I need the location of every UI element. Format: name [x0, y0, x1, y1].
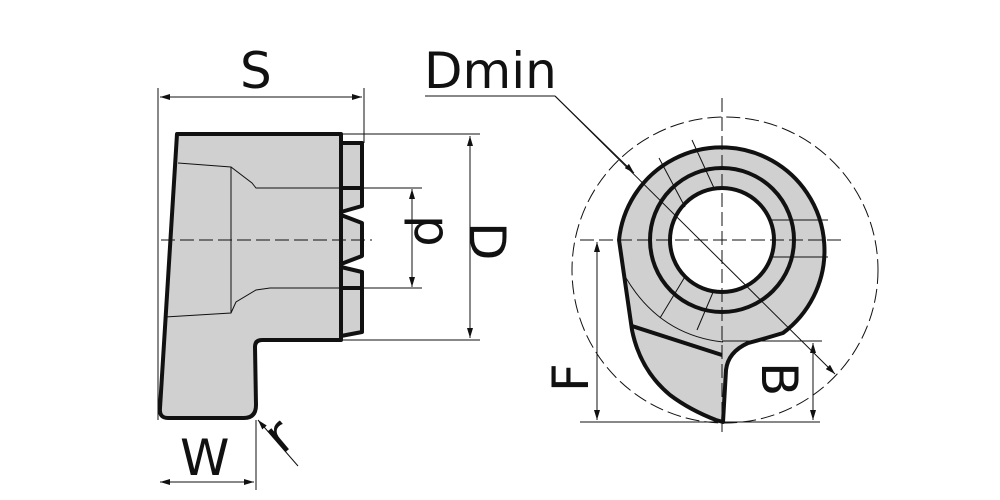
tooth-upper	[339, 141, 364, 214]
radial-line	[696, 289, 715, 331]
label-D: D	[458, 222, 516, 261]
cutting-edge	[631, 324, 723, 357]
label-B: B	[750, 362, 808, 396]
label-F: F	[542, 363, 600, 392]
radial-line	[659, 274, 687, 319]
inner-arc	[625, 277, 724, 343]
insert-body-side	[157, 132, 343, 420]
label-r: r	[252, 406, 305, 464]
radial-line	[691, 139, 715, 189]
front-view: Dmin F B	[424, 42, 879, 432]
tooth-lower	[339, 265, 364, 338]
label-S: S	[240, 42, 272, 100]
radial-line	[658, 157, 686, 208]
label-W: W	[180, 429, 229, 487]
inner-contour-bottom	[164, 287, 362, 318]
side-view: S p D W r	[157, 42, 516, 490]
label-p: p	[403, 215, 461, 247]
label-Dmin: Dmin	[424, 42, 557, 100]
dmin-leader	[554, 95, 836, 375]
dmin-leader-arrow	[554, 95, 635, 174]
inner-contour-top	[177, 162, 362, 189]
r-leader	[257, 419, 299, 467]
dmin-circle	[571, 116, 879, 424]
